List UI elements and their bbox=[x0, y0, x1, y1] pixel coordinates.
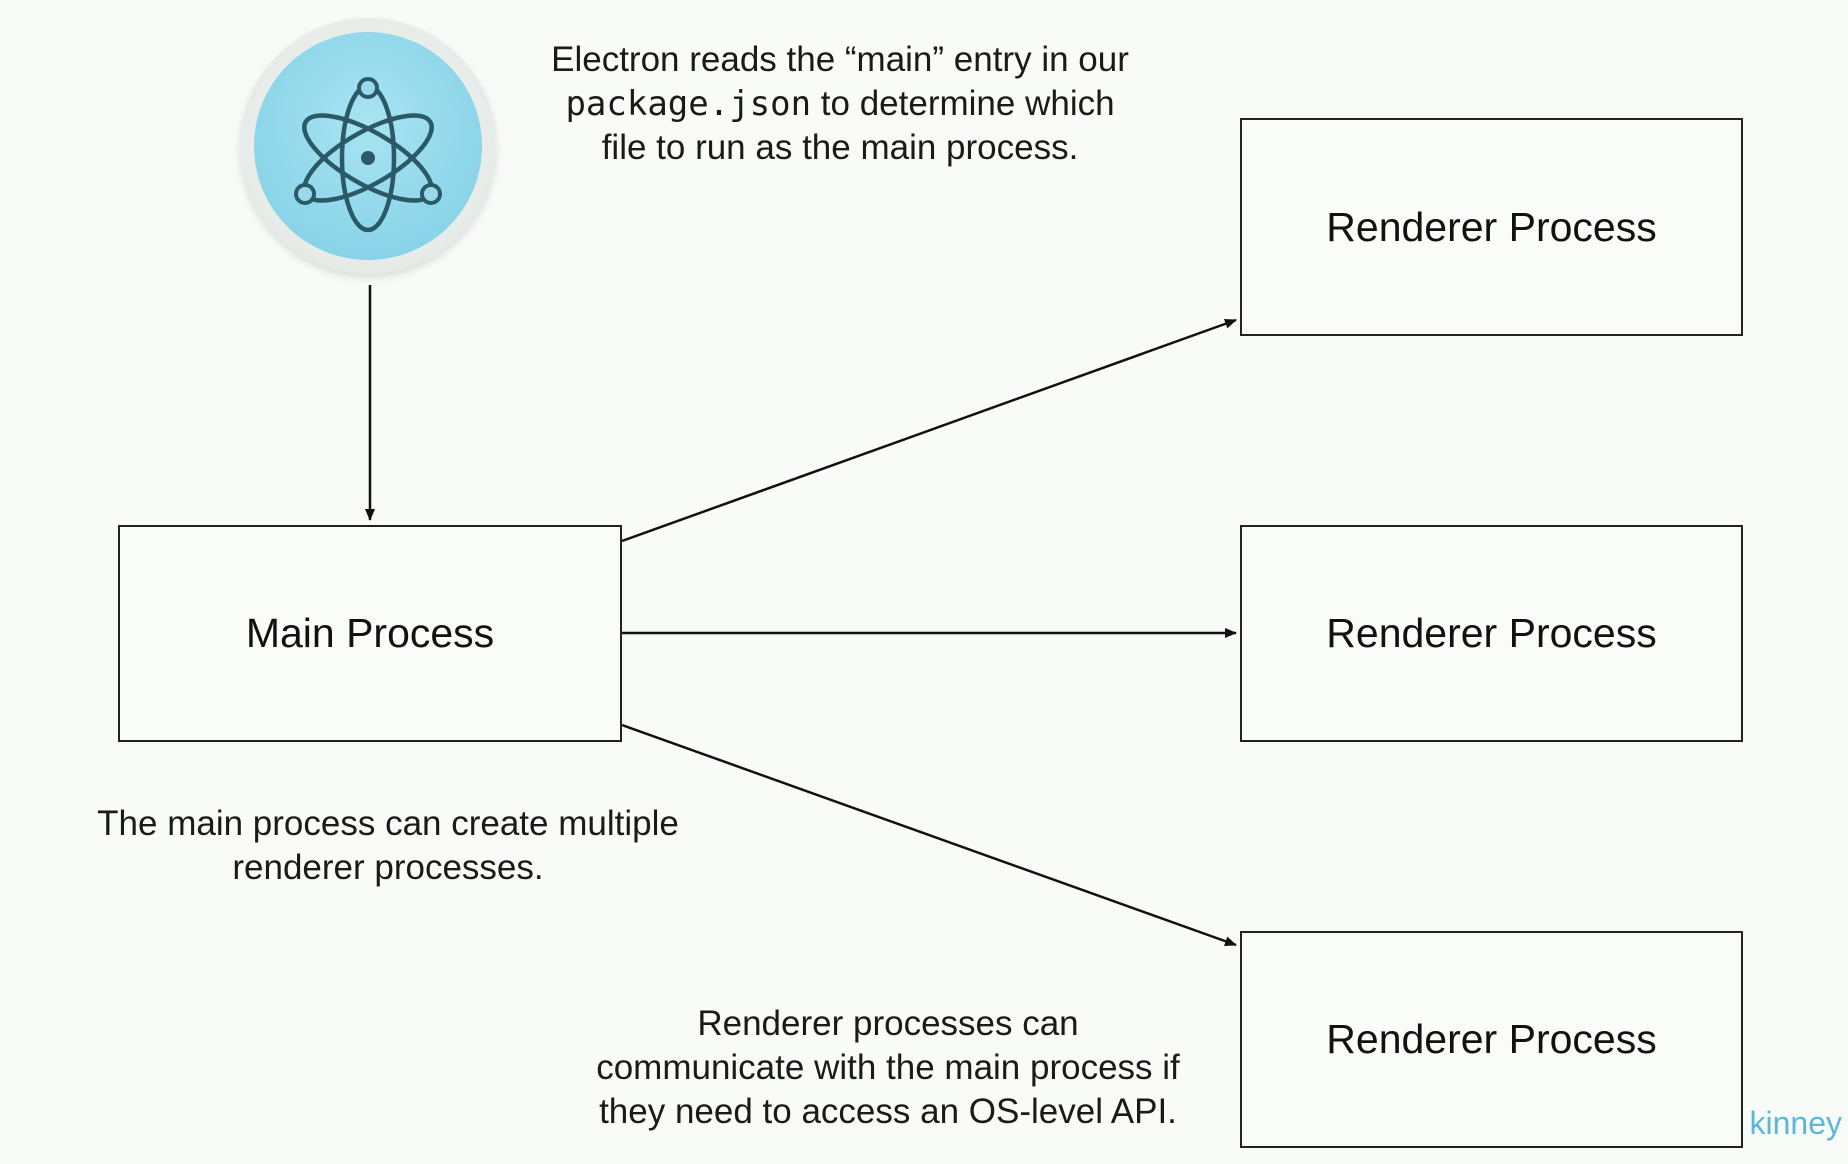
note-main-entry-line1: Electron reads the “main” entry in our bbox=[551, 40, 1129, 79]
note-renderer-communication-line3: they need to access an OS-level API. bbox=[599, 1092, 1177, 1131]
note-multiple-renderers-line1: The main process can create multiple bbox=[97, 804, 679, 843]
note-multiple-renderers-line2: renderer processes. bbox=[232, 848, 544, 887]
note-main-entry-line2: package.json to determine which bbox=[500, 82, 1180, 126]
note-multiple-renderers: The main process can create multiple ren… bbox=[48, 802, 728, 890]
note-renderer-communication-line2: communicate with the main process if bbox=[596, 1048, 1180, 1087]
renderer-process-box-2: Renderer Process bbox=[1240, 525, 1743, 742]
note-main-entry-line2-text: to determine which bbox=[811, 84, 1115, 123]
renderer-process-box-1: Renderer Process bbox=[1240, 118, 1743, 336]
renderer-process-label-2: Renderer Process bbox=[1326, 610, 1657, 656]
package-json-code: package.json bbox=[565, 84, 812, 124]
electron-logo bbox=[240, 18, 496, 274]
note-main-entry: Electron reads the “main” entry in our p… bbox=[500, 38, 1180, 170]
arrow-main-to-renderer1 bbox=[621, 318, 1237, 543]
arrow-main-to-renderer3 bbox=[621, 723, 1237, 947]
renderer-process-label-1: Renderer Process bbox=[1326, 203, 1657, 250]
renderer-process-box-3: Renderer Process bbox=[1240, 931, 1743, 1148]
electron-atom-icon bbox=[294, 77, 442, 233]
watermark: kinney bbox=[1749, 1105, 1843, 1141]
note-main-entry-line3: file to run as the main process. bbox=[601, 128, 1079, 167]
main-process-box: Main Process bbox=[118, 525, 622, 742]
electron-logo-disc bbox=[254, 32, 482, 260]
note-renderer-communication-line1: Renderer processes can bbox=[697, 1004, 1079, 1043]
note-renderer-communication: Renderer processes can communicate with … bbox=[548, 1002, 1228, 1134]
main-process-label: Main Process bbox=[245, 610, 495, 656]
renderer-process-label-3: Renderer Process bbox=[1326, 1016, 1657, 1062]
